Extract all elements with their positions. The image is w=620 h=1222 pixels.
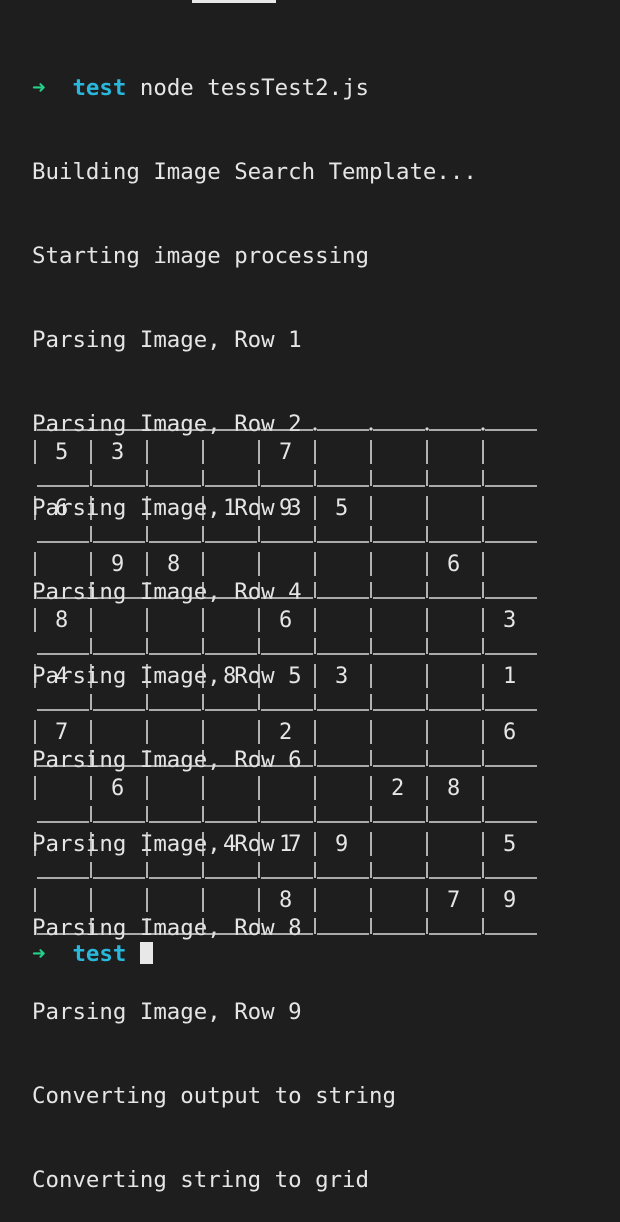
grid-cell-value: 8 — [279, 888, 292, 913]
grid-dot — [313, 427, 317, 431]
grid-cell-value: 6 — [447, 552, 460, 577]
grid-cell-value: 9 — [503, 888, 516, 913]
grid-cell-value: 7 — [447, 888, 460, 913]
grid-cell-value: 6 — [111, 776, 124, 801]
prompt-dir: test — [72, 75, 127, 101]
output-line: Building Image Search Template... — [32, 159, 477, 185]
grid-cell-value: 1 — [223, 496, 236, 521]
grid-cell-value: 9 — [335, 832, 348, 857]
grid-cell-value: 3 — [111, 440, 124, 465]
grid-cell-value: 8 — [167, 552, 180, 577]
output-line: Parsing Image, Row 6 — [32, 747, 302, 773]
output-line: Parsing Image, Row 9 — [32, 999, 302, 1025]
window-top-indicator — [192, 0, 276, 3]
output-line: Parsing Image, Row 5 — [32, 663, 302, 689]
grid-cell-value: 2 — [391, 776, 404, 801]
grid-dot — [369, 427, 373, 431]
grid-cell-value: 5 — [503, 832, 516, 857]
output-line: Parsing Image, Row 2 — [32, 411, 302, 437]
grid-cell-value: 1 — [279, 832, 292, 857]
output-line: Converting output to string — [32, 1083, 396, 1109]
output-line: Converting string to grid — [32, 1167, 370, 1193]
grid-cell-value: 6 — [279, 608, 292, 633]
grid-cell-value: 9 — [111, 552, 124, 577]
grid-cell-value: 3 — [503, 608, 516, 633]
grid-dot — [145, 427, 149, 431]
grid-cell-value: 2 — [279, 720, 292, 745]
output-line: Parsing Image, Row 1 — [32, 327, 302, 353]
sudoku-grid: 5 3 7 6 1 9 5 9 8 6 8 6 3 4 8 3 1 7 2 6 6 2 8 4 1 9 5 8 7 9 — [32, 416, 538, 942]
grid-cell-value: 5 — [335, 496, 348, 521]
grid-cell-value: 4 — [55, 664, 68, 689]
sudoku-grid-svg: 5 3 7 6 1 9 5 9 8 6 8 6 3 4 8 3 1 7 2 6 6 2 8 4 1 9 5 8 7 9 — [34, 427, 537, 935]
grid-cell-value: 7 — [279, 440, 292, 465]
grid-dot — [481, 427, 485, 431]
grid-cell-value: 8 — [447, 776, 460, 801]
grid-cell-value: 7 — [55, 720, 68, 745]
terminal-cursor — [139, 942, 153, 964]
prompt-command: node tessTest2.js — [139, 75, 370, 101]
grid-cell-value: 8 — [223, 664, 236, 689]
grid-cell-value: 6 — [55, 496, 68, 521]
grid-cell-value: 3 — [335, 664, 348, 689]
grid-dot — [89, 427, 93, 431]
output-line: Parsing Image, Row 3 — [32, 495, 302, 521]
grid-cell-value: 5 — [55, 440, 68, 465]
grid-cell-value: 6 — [503, 720, 516, 745]
next-prompt[interactable]: ➜ test — [32, 940, 153, 968]
grid-cell-value: 1 — [503, 664, 516, 689]
grid-dot — [425, 427, 429, 431]
prompt-arrow-icon: ➜ — [32, 75, 46, 101]
output-line: Parsing Image, Row 4 — [32, 579, 302, 605]
output-line: Parsing Image, Row 7 — [32, 831, 302, 857]
grid-cell-value: 8 — [55, 608, 68, 633]
prompt-arrow-icon: ➜ — [32, 941, 46, 967]
grid-dot — [201, 427, 205, 431]
output-line: Parsing Image, Row 8 — [32, 915, 302, 941]
grid-cell-value: 4 — [223, 832, 236, 857]
output-line: Starting image processing — [32, 243, 370, 269]
grid-cell-value: 9 — [279, 496, 292, 521]
command-line: ➜ test node tessTest2.js — [32, 74, 620, 102]
grid-dot — [257, 427, 261, 431]
prompt-dir: test — [72, 941, 127, 967]
